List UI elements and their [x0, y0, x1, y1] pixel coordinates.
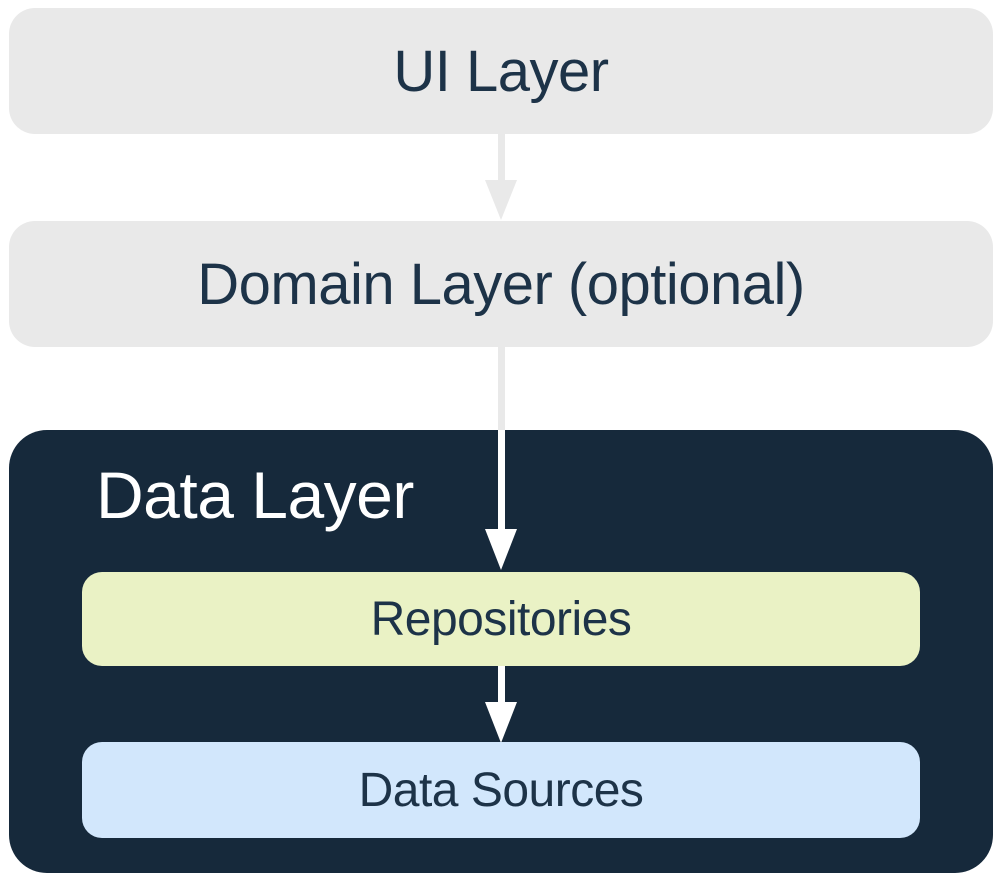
data-sources-node: Data Sources: [82, 742, 920, 838]
ui-layer-node: UI Layer: [9, 8, 993, 134]
arrow-domain-to-repositories-stem-inner: [498, 430, 505, 530]
arrow-down-icon: [485, 702, 517, 743]
ui-layer-label: UI Layer: [393, 38, 609, 104]
domain-layer-node: Domain Layer (optional): [9, 221, 993, 347]
repositories-node: Repositories: [82, 572, 920, 666]
arrow-down-icon: [485, 180, 517, 220]
arrow-domain-to-repositories-stem-outer: [498, 347, 505, 431]
data-layer-title: Data Layer: [96, 458, 414, 532]
arrow-down-icon: [485, 529, 517, 570]
arrow-repositories-to-datasources-stem: [498, 666, 505, 703]
repositories-label: Repositories: [370, 592, 632, 646]
data-sources-label: Data Sources: [358, 763, 644, 817]
arrow-ui-to-domain-stem: [498, 133, 505, 181]
domain-layer-label: Domain Layer (optional): [197, 251, 805, 317]
